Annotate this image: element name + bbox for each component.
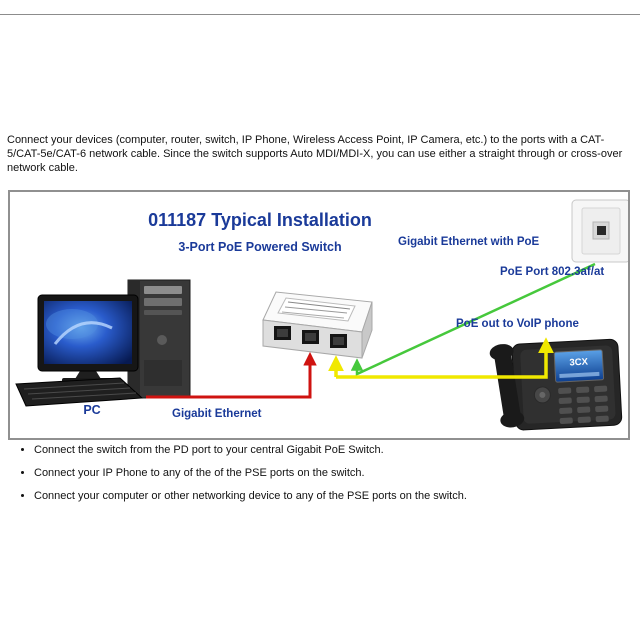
installation-diagram-panel: 3CX [8, 190, 630, 440]
pc-monitor-illustration [37, 294, 139, 383]
poe-switch-illustration [262, 291, 373, 359]
wall-poe-port-illustration [571, 199, 628, 263]
installation-diagram-graphic: 3CX [15, 199, 628, 431]
top-divider [0, 14, 640, 15]
phone-handset-illustration [489, 344, 525, 428]
voip-phone-illustration: 3CX [489, 338, 623, 431]
label-pc: PC [83, 403, 101, 417]
intro-paragraph: Connect your devices (computer, router, … [7, 134, 623, 174]
instruction-bullet: Connect the switch from the PD port to y… [34, 444, 640, 457]
gigabit-ethernet-cable-red-arrow [146, 351, 317, 399]
instruction-list: Connect the switch from the PD port to y… [8, 444, 640, 513]
label-poe-out-to-voip-phone: PoE out to VoIP phone [456, 318, 579, 330]
instruction-bullet: Connect your IP Phone to any of the of t… [34, 467, 640, 480]
phone-screen-brand: 3CX [569, 356, 589, 368]
label-gigabit-ethernet-with-poe: Gigabit Ethernet with PoE [398, 236, 540, 248]
instruction-bullet: Connect your computer or other networkin… [34, 490, 640, 503]
diagram-title: 011187 Typical Installation [148, 210, 372, 230]
pc-keyboard-illustration [15, 377, 144, 407]
diagram-subtitle: 3-Port PoE Powered Switch [178, 240, 342, 254]
poe-in-cable-green-arrow [350, 262, 596, 376]
label-poe-port-802-3af-at: PoE Port 802.3af/at [500, 266, 605, 278]
label-gigabit-ethernet: Gigabit Ethernet [172, 408, 262, 420]
voip-cable-yellow-arrow [328, 337, 554, 379]
